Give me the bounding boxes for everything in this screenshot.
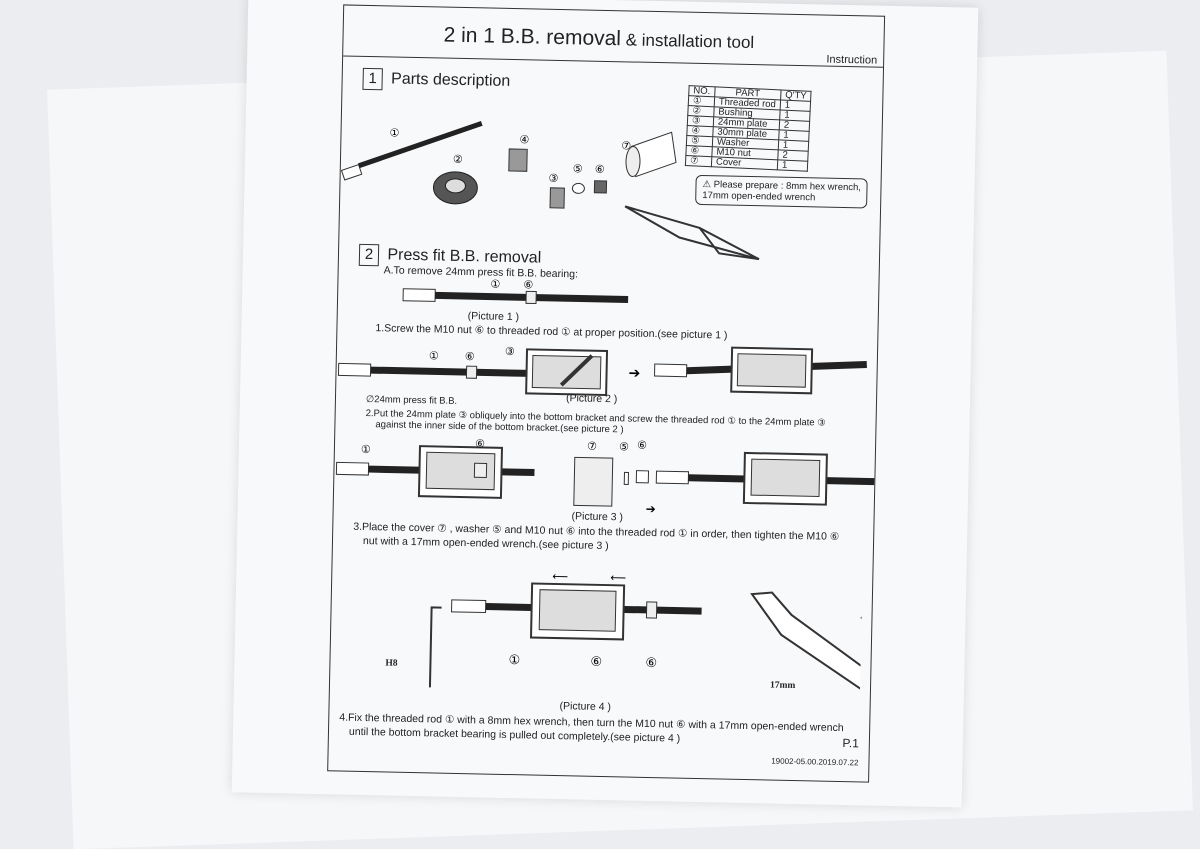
mark-4: ④ [519,134,529,146]
nut-drawing [593,180,608,194]
mark-6: ⑥ [645,655,657,670]
instruction-frame: 2 in 1 B.B. removal & installation tool … [327,4,886,783]
pressfit-label: ∅24mm press fit B.B. [365,393,458,407]
mark-6: ⑥ [637,440,647,452]
arrow-right-icon: ➔ [646,502,656,516]
mark-1: ① [508,652,520,667]
mark-6: ⑥ [475,438,485,450]
section1-number: 1 [362,67,383,91]
mark-3: ③ [505,346,515,358]
document-code: 19002-05.00.2019.07.22 [771,756,859,768]
plate-30mm-drawing [508,148,528,172]
picture1-drawing: ① ⑥ [402,279,629,305]
washer-drawing [571,182,585,194]
mark-1: ① [361,444,371,456]
hex-wrench-label: H8 [385,658,398,669]
mark-5: ⑤ [573,163,583,175]
section2-title: Press fit B.B. removal [387,246,542,267]
mark-1: ① [429,350,439,362]
picture3-caption: (Picture 3 ) [571,510,624,524]
section1-heading: 1 Parts description [362,67,511,93]
mark-6: ⑥ [465,351,475,363]
title-prefix: 2 in 1 B.B. removal [443,23,622,51]
document-title: 2 in 1 B.B. removal & installation tool [443,24,754,55]
instruction-label: Instruction [826,53,878,67]
wrench-size-label: 17mm [769,680,796,692]
picture4-caption: (Picture 4 ) [559,700,612,714]
mark-7: ⑦ [587,441,597,453]
mark-3: ③ [548,173,558,185]
step3-line-2: nut with a 17mm open-ended wrench.(see p… [362,534,609,553]
mark-7: ⑦ [621,140,631,152]
plate-24mm-drawing [549,187,565,209]
section2-number: 2 [358,243,380,267]
mark-6: ⑥ [590,654,602,669]
picture3-drawing: ① ⑥ ⑦ ⑤ ⑥ ➔ [335,438,875,516]
picture2-drawing: ① ⑥ ③ ➔ [337,346,867,397]
mark-5: ⑤ [619,441,629,453]
cover-drawing [625,131,677,178]
prepare-notice: ⚠ Please prepare : 8mm hex wrench, 17mm … [695,174,869,209]
arrow-left-icon: ⟵ [552,571,568,583]
title-bar: 2 in 1 B.B. removal & installation tool … [343,5,885,68]
bushing-drawing [432,171,478,205]
arrow-left-icon: ⟵ [610,572,626,584]
mark-6: ⑥ [523,279,533,291]
picture4-drawing: ① ⑥ ⑥ ⟵ ⟵ [428,571,863,704]
picture2-caption: (Picture 2 ) [565,392,618,406]
threaded-rod-drawing [340,120,483,181]
picture1-caption: (Picture 1 ) [467,310,520,324]
title-suffix: & installation tool [625,30,755,53]
instruction-sheet: 2 in 1 B.B. removal & installation tool … [231,0,979,808]
mark-1: ① [490,279,500,291]
arrow-right-icon: ➔ [628,364,640,380]
bike-frame-drawing [624,205,760,261]
mark-1: ① [389,127,399,139]
mark-6: ⑥ [595,164,605,176]
page-number: P.1 [842,736,860,751]
parts-illustration: ① ② ④ ③ ⑤ ⑥ ⑦ [340,120,677,209]
section1-title: Parts description [390,70,511,90]
mark-2: ② [453,154,463,166]
